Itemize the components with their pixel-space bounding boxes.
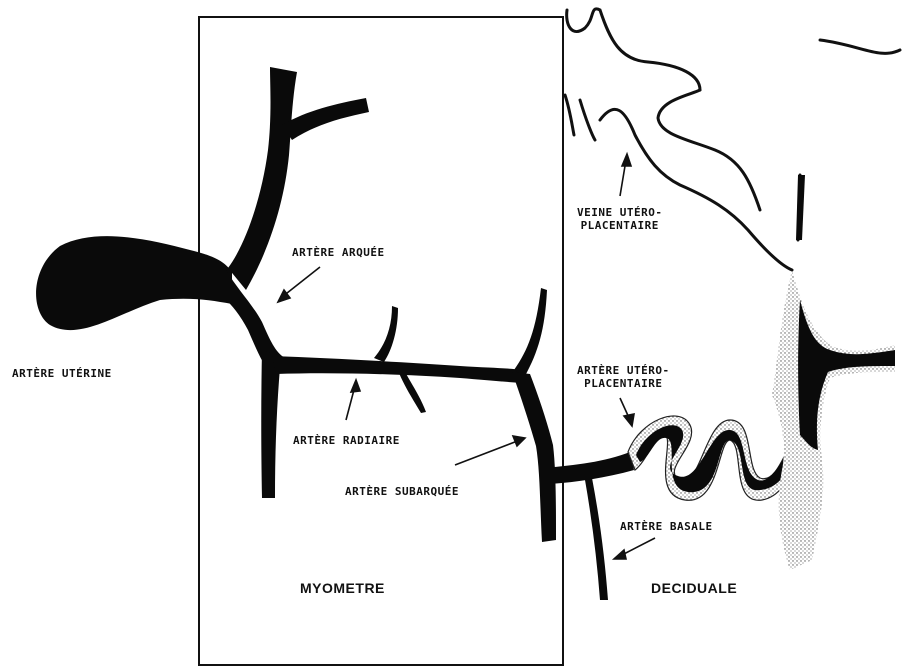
arcuate-artery-branch bbox=[282, 98, 369, 140]
label-artere-utero-placentaire: ARTÈRE UTÉRO- PLACENTAIRE bbox=[577, 364, 670, 390]
uterine-artery-bulb bbox=[36, 236, 232, 330]
arrow-subarquee-line bbox=[455, 440, 520, 465]
subarcuate-branch-up bbox=[514, 288, 547, 376]
arrow-basale-head bbox=[614, 550, 626, 559]
radial-artery-trunk bbox=[272, 356, 525, 383]
vein-wall-4 bbox=[580, 100, 595, 140]
label-veine-line1: VEINE UTÉRO- bbox=[577, 206, 662, 219]
arrow-utero-head bbox=[624, 414, 634, 426]
arrow-arquee-line bbox=[282, 267, 320, 297]
vein-wall-3 bbox=[565, 95, 574, 135]
arrow-radiaire-head bbox=[351, 380, 360, 392]
region-deciduale: DECIDUALE bbox=[651, 580, 737, 596]
label-artere-utero-line2: PLACENTAIRE bbox=[577, 377, 670, 390]
arrow-veine-head bbox=[622, 154, 631, 166]
label-artere-arquee: ARTÈRE ARQUÉE bbox=[292, 246, 385, 259]
label-veine-utero-placentaire: VEINE UTÉRO- PLACENTAIRE bbox=[577, 206, 662, 232]
decidual-stippled-zone bbox=[772, 270, 895, 570]
arcuate-artery-upper bbox=[228, 67, 297, 290]
label-artere-uterine: ARTÈRE UTÉRINE bbox=[12, 367, 112, 380]
region-myometre: MYOMETRE bbox=[300, 580, 385, 596]
arrow-subarquee-head bbox=[513, 436, 525, 446]
label-artere-utero-line1: ARTÈRE UTÉRO- bbox=[577, 364, 670, 377]
label-artere-subarquee: ARTÈRE SUBARQUÉE bbox=[345, 485, 459, 498]
decidual-core bbox=[798, 300, 895, 450]
basal-artery bbox=[585, 478, 608, 600]
radial-small-branch-down bbox=[399, 370, 426, 413]
vein-wall-2 bbox=[658, 90, 760, 210]
subarcuate-artery bbox=[512, 372, 556, 542]
radial-small-branch-up bbox=[374, 306, 398, 362]
label-artere-radiaire: ARTÈRE RADIAIRE bbox=[293, 434, 400, 447]
vein-wall-7 bbox=[820, 40, 900, 53]
label-artere-basale: ARTÈRE BASALE bbox=[620, 520, 713, 533]
vein-tail bbox=[796, 175, 805, 240]
vein-wall-1 bbox=[567, 9, 700, 90]
vein-wall-5 bbox=[600, 109, 792, 270]
label-veine-line2: PLACENTAIRE bbox=[577, 219, 662, 232]
